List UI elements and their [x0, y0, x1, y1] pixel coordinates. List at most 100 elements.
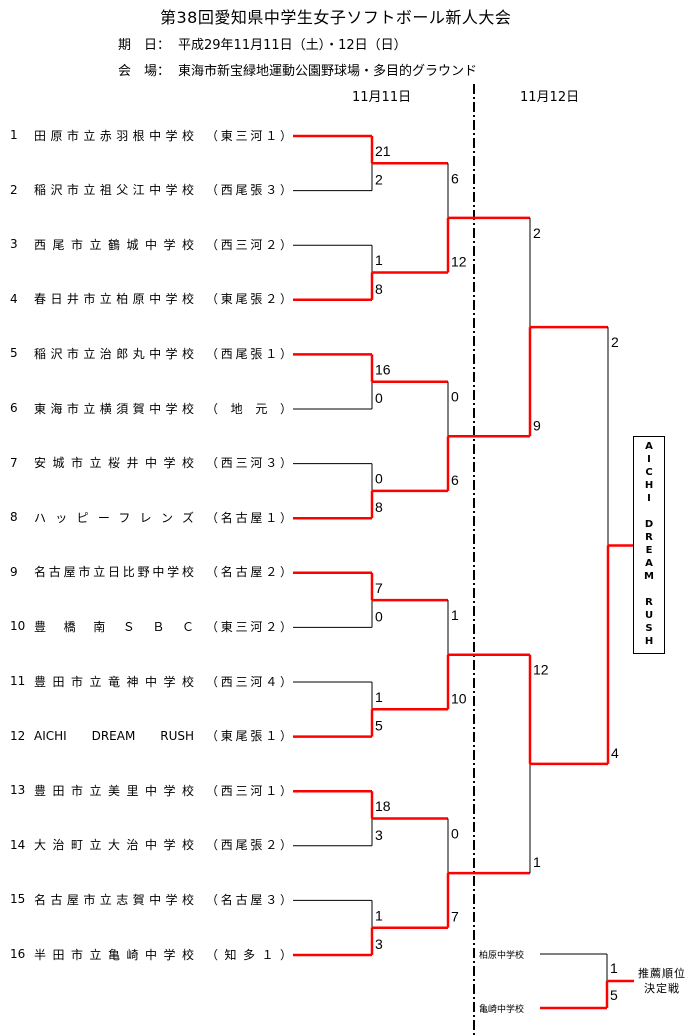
team-number: 3 [10, 237, 18, 252]
team-name: 稲沢市立治郎丸中学校 [34, 346, 194, 361]
team-region: （名古屋３） [206, 892, 292, 907]
score: 3 [375, 936, 383, 952]
venue-value: 東海市新宝緑地運動公園野球場・多目的グラウンド [178, 64, 478, 79]
team-number: 10 [10, 619, 26, 634]
team-row: 5 稲沢市立治郎丸中学校 （西尾張１） [10, 345, 292, 361]
venue-label: 会 場： [118, 64, 171, 79]
date-label: 期 日： [118, 38, 171, 53]
team-name: 豊田市立美里中学校 [34, 783, 194, 798]
team-name: 豊田市立竜神中学校 [34, 674, 194, 689]
day2-label: 11月12日 [520, 90, 580, 105]
team-row: 6 東海市立横須賀中学校 （ 地 元 ） [10, 400, 292, 416]
playoff-score: 5 [610, 987, 618, 1003]
team-region: （名古屋２） [206, 565, 292, 580]
team-name: 稲沢市立祖父江中学校 [34, 183, 194, 198]
score: 2 [533, 225, 541, 241]
team-name: 田原市立赤羽根中学校 [34, 128, 194, 143]
team-name: 大治町立大治中学校 [34, 838, 194, 853]
team-region: （名古屋１） [206, 510, 292, 525]
team-region: （東尾張２） [206, 292, 292, 307]
score: 6 [451, 472, 459, 488]
team-row: 13 豊田市立美里中学校 （西三河１） [10, 782, 292, 798]
day1-label: 11月11日 [352, 90, 412, 105]
score: 16 [375, 361, 391, 377]
team-region: （西三河１） [206, 783, 292, 798]
team-row: 3 西尾市立鶴城中学校 （西三河２） [10, 236, 292, 252]
score: 1 [375, 907, 383, 923]
team-region: （東三河２） [206, 619, 292, 634]
score: 0 [451, 826, 459, 842]
score: 0 [375, 608, 383, 624]
team-number: 14 [10, 837, 26, 852]
team-name: AICHI DREAM RUSH [34, 728, 194, 743]
team-row: 9 名古屋市立日比野中学校 （名古屋２） [10, 564, 292, 580]
page-title: 第38回愛知県中学生女子ソフトボール新人大会 [160, 8, 512, 27]
team-name: 西尾市立鶴城中学校 [34, 237, 194, 252]
team-region: （西三河２） [206, 237, 292, 252]
score: 3 [375, 827, 383, 843]
score: 12 [451, 254, 467, 270]
team-number: 11 [10, 674, 26, 688]
champion-box: AICHI DREAM RUSH [633, 436, 665, 654]
team-row: 1 田原市立赤羽根中学校 （東三河１） [10, 127, 292, 143]
team-number: 4 [10, 291, 18, 306]
team-name: 名古屋市立志賀中学校 [34, 892, 194, 907]
venue-row: 会 場： 東海市新宝緑地運動公園野球場・多目的グラウンド [118, 60, 477, 79]
team-region: （東三河１） [206, 128, 292, 143]
score: 1 [451, 607, 459, 623]
team-row: 10 豊 橋 南 Ｓ Ｂ Ｃ （東三河２） [10, 618, 292, 634]
team-row: 4 春日井市立柏原中学校 （東尾張２） [10, 291, 292, 307]
score: 8 [375, 499, 383, 515]
score: 0 [375, 471, 383, 487]
team-number: 12 [10, 728, 26, 743]
score: 0 [375, 390, 383, 406]
team-region: （ 地 元 ） [206, 401, 292, 416]
team-region: （西尾張２） [206, 838, 292, 853]
score: 7 [451, 909, 459, 925]
score: 1 [375, 252, 383, 268]
team-row: 8 ハッピーフレンズ （名古屋１） [10, 509, 292, 525]
score: 0 [451, 389, 459, 405]
team-region: （知多１） [206, 947, 292, 962]
score: 4 [611, 745, 619, 761]
champion-name: AICHI DREAM RUSH [643, 441, 655, 649]
date-value: 平成29年11月11日（土）・12日（日） [178, 38, 407, 53]
team-region: （西三河３） [206, 456, 292, 471]
playoff-top-team: 柏原中学校 [479, 951, 525, 961]
playoff-bottom-team: 亀崎中学校 [479, 1005, 525, 1015]
score: 12 [533, 662, 549, 678]
team-number: 9 [10, 564, 18, 579]
team-row: 14 大治町立大治中学校 （西尾張２） [10, 837, 292, 853]
score: 9 [533, 417, 541, 433]
team-name: ハッピーフレンズ [34, 510, 194, 525]
score: 2 [611, 334, 619, 350]
score: 1 [533, 854, 541, 870]
team-row: 15 名古屋市立志賀中学校 （名古屋３） [10, 891, 292, 907]
team-name: 安城市立桜井中学校 [34, 456, 194, 471]
team-number: 15 [10, 892, 26, 907]
team-name: 豊 橋 南 Ｓ Ｂ Ｃ [34, 619, 194, 634]
team-number: 8 [10, 510, 18, 525]
team-region: （西尾張１） [206, 346, 292, 361]
team-number: 13 [10, 783, 26, 798]
team-number: 5 [10, 346, 18, 361]
team-name: 半田市立亀崎中学校 [34, 947, 194, 962]
playoff-title-line2: 決定戦 [644, 982, 680, 995]
team-name: 名古屋市立日比野中学校 [34, 565, 194, 580]
playoff-title: 推薦順位 決定戦 [638, 966, 686, 996]
score: 18 [375, 798, 391, 814]
team-number: 1 [10, 128, 18, 142]
score: 6 [451, 170, 459, 186]
team-number: 6 [10, 401, 18, 415]
team-name: 東海市立横須賀中学校 [34, 401, 194, 416]
team-region: （東尾張１） [206, 729, 292, 744]
team-row: 12 AICHI DREAM RUSH （東尾張１） [10, 728, 292, 744]
score: 5 [375, 718, 383, 734]
team-name: 春日井市立柏原中学校 [34, 292, 194, 307]
playoff-title-line1: 推薦順位 [638, 967, 686, 980]
